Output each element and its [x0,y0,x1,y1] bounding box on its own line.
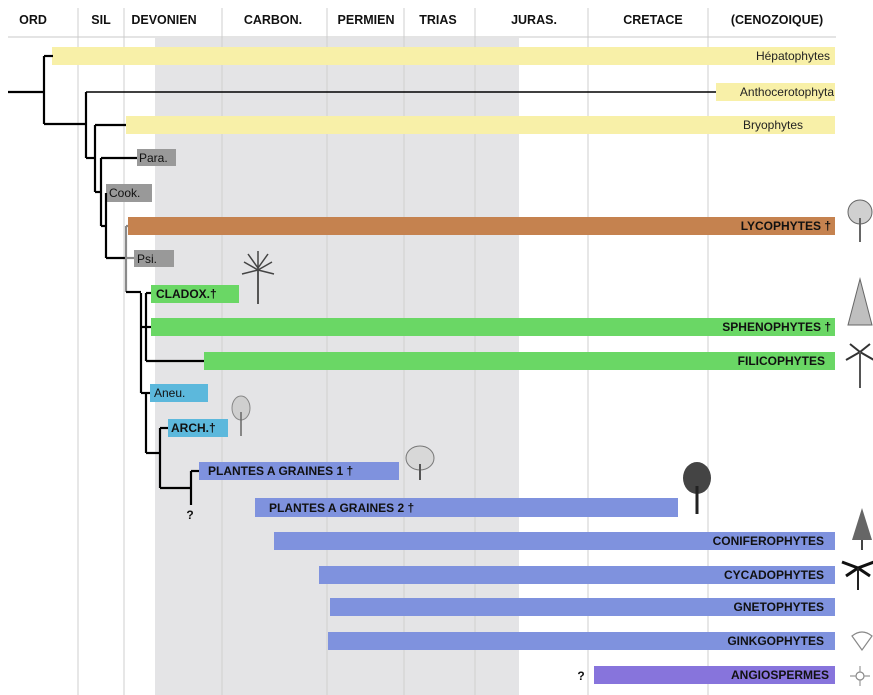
label-angiospermes: ANGIOSPERMES [731,668,829,682]
label-sphenophytes: SPHENOPHYTES † [722,320,831,334]
period-permien: PERMIEN [338,13,395,27]
taxon-labels: Hépatophytes Anthocerotophyta Bryophytes… [109,49,834,682]
cladogram-tree [8,54,204,505]
bar-plantes-graines-1 [199,462,399,480]
period-cenozoique: (CENOZOIQUE) [731,13,823,27]
label-filicophytes: FILICOPHYTES [738,354,825,368]
bar-psi [134,250,174,267]
lycophyte-tree-icon [847,199,873,242]
period-ord: ORD [19,13,47,27]
tree-icon [683,462,711,514]
bar-gnetophytes [330,598,835,616]
label-cladox: CLADOX.† [156,287,217,301]
bar-sphenophytes [151,318,835,336]
bar-filicophytes [204,352,835,370]
bar-bryophytes [126,116,835,134]
label-bryophytes: Bryophytes [743,118,803,132]
bar-ginkgophytes [328,632,835,650]
tree-fern-icon [241,251,275,304]
horsetail-tree-icon [847,277,873,326]
label-plantes-graines-2: PLANTES A GRAINES 2 † [269,501,414,515]
bar-aneu [150,384,208,402]
label-anthocerotophyta: Anthocerotophyta [740,85,834,99]
label-lycophytes: LYCOPHYTES † [741,219,831,233]
bar-cladox [151,285,239,303]
label-coniferophytes: CONIFEROPHYTES [713,534,824,548]
bar-cook [106,184,152,202]
period-carbon: CARBON. [244,13,302,27]
label-aneu: Aneu. [154,386,185,400]
label-para: Para. [139,151,168,165]
label-psi: Psi. [137,252,157,266]
bar-cycadophytes [319,566,835,584]
period-header: ORD SIL DEVONIEN CARBON. PERMIEN TRIAS J… [19,13,823,27]
label-hepatophytes: Hépatophytes [756,49,830,63]
bar-arch [168,419,228,437]
bar-anthocerotophyta [716,83,835,101]
label-plantes-graines-1: PLANTES A GRAINES 1 † [208,464,353,478]
period-devonien: DEVONIEN [131,13,196,27]
bar-plantes-graines-2 [255,498,678,517]
label-gnetophytes: GNETOPHYTES [734,600,824,614]
bar-coniferophytes [274,532,835,550]
bar-angiospermes [594,666,835,684]
period-trias: TRIAS [419,13,457,27]
bar-hepatophytes [52,47,835,65]
ginkgo-leaf-icon [851,631,873,652]
label-cycadophytes: CYCADOPHYTES [724,568,824,582]
angiosperm-flower-icon [850,666,870,686]
bar-para [137,149,176,166]
cycad-palm-icon [841,560,873,590]
label-cook: Cook. [109,186,140,200]
label-arch: ARCH.† [171,421,216,435]
period-cretace: CRETACE [623,13,683,27]
label-ginkgophytes: GINKGOPHYTES [727,634,824,648]
period-juras: JURAS. [511,13,557,27]
palm-fern-icon [845,343,873,388]
question-mark-angiosperms: ? [577,669,584,683]
bar-lycophytes [128,217,835,235]
period-sil: SIL [91,13,111,27]
taxon-bars [52,47,835,684]
seed-fern-tree-icon [405,445,435,480]
question-mark-seed-plants: ? [186,508,193,522]
archaeopteris-tree-icon [231,395,251,436]
conifer-tree-icon [852,508,872,550]
